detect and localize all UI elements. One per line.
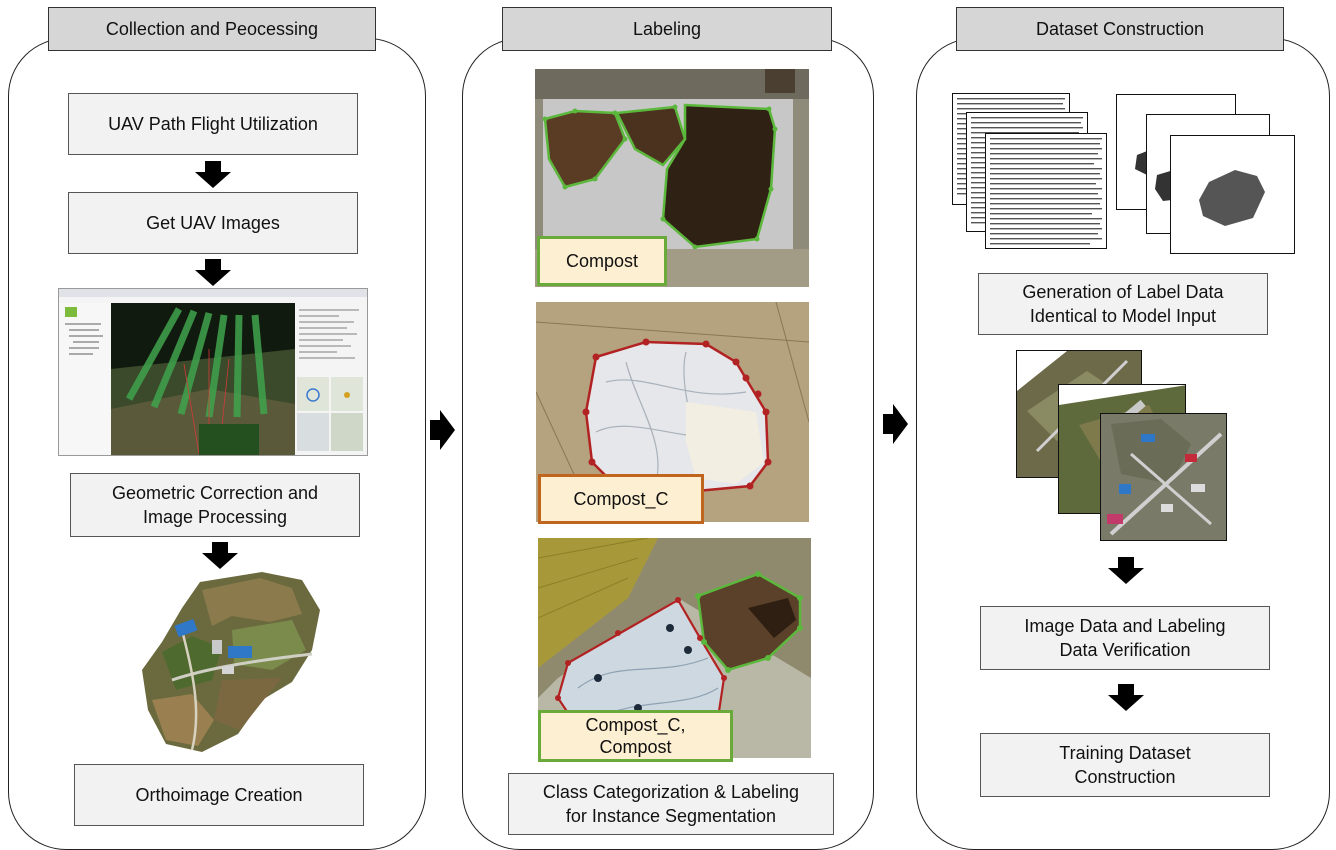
label-data-generation-box: Generation of Label Data Identical to Mo… xyxy=(978,273,1268,335)
right-arrow-icon xyxy=(883,401,909,452)
collection-panel-title: Collection and Peocessing xyxy=(48,7,376,51)
orthoimage-creation-box: Orthoimage Creation xyxy=(74,764,364,826)
right-arrow-icon xyxy=(430,407,456,458)
compost-tag: Compost xyxy=(537,236,667,286)
photogrammetry-software-screenshot xyxy=(58,288,368,456)
labeling-panel-title: Labeling xyxy=(502,7,832,51)
dataset-panel-title: Dataset Construction xyxy=(956,7,1284,51)
uav-path-flight-box: UAV Path Flight Utilization xyxy=(68,93,358,155)
data-verification-box: Image Data and Labeling Data Verificatio… xyxy=(980,606,1270,670)
compost-c-tag: Compost_C xyxy=(538,474,704,524)
training-dataset-box: Training Dataset Construction xyxy=(980,733,1270,797)
orthoimage-preview xyxy=(142,570,326,754)
compost-c-compost-tag: Compost_C, Compost xyxy=(538,710,733,762)
geometric-correction-box: Geometric Correction and Image Processin… xyxy=(70,473,360,537)
class-categorization-caption: Class Categorization & Labeling for Inst… xyxy=(508,773,834,835)
compost-c-compost-labeled-photo xyxy=(538,538,811,758)
compost-labeled-photo xyxy=(535,69,809,287)
get-uav-images-box: Get UAV Images xyxy=(68,192,358,254)
label-text-file-sheet xyxy=(985,133,1107,249)
mask-image-sheet xyxy=(1170,135,1295,254)
orthoimage-tile xyxy=(1100,413,1227,541)
